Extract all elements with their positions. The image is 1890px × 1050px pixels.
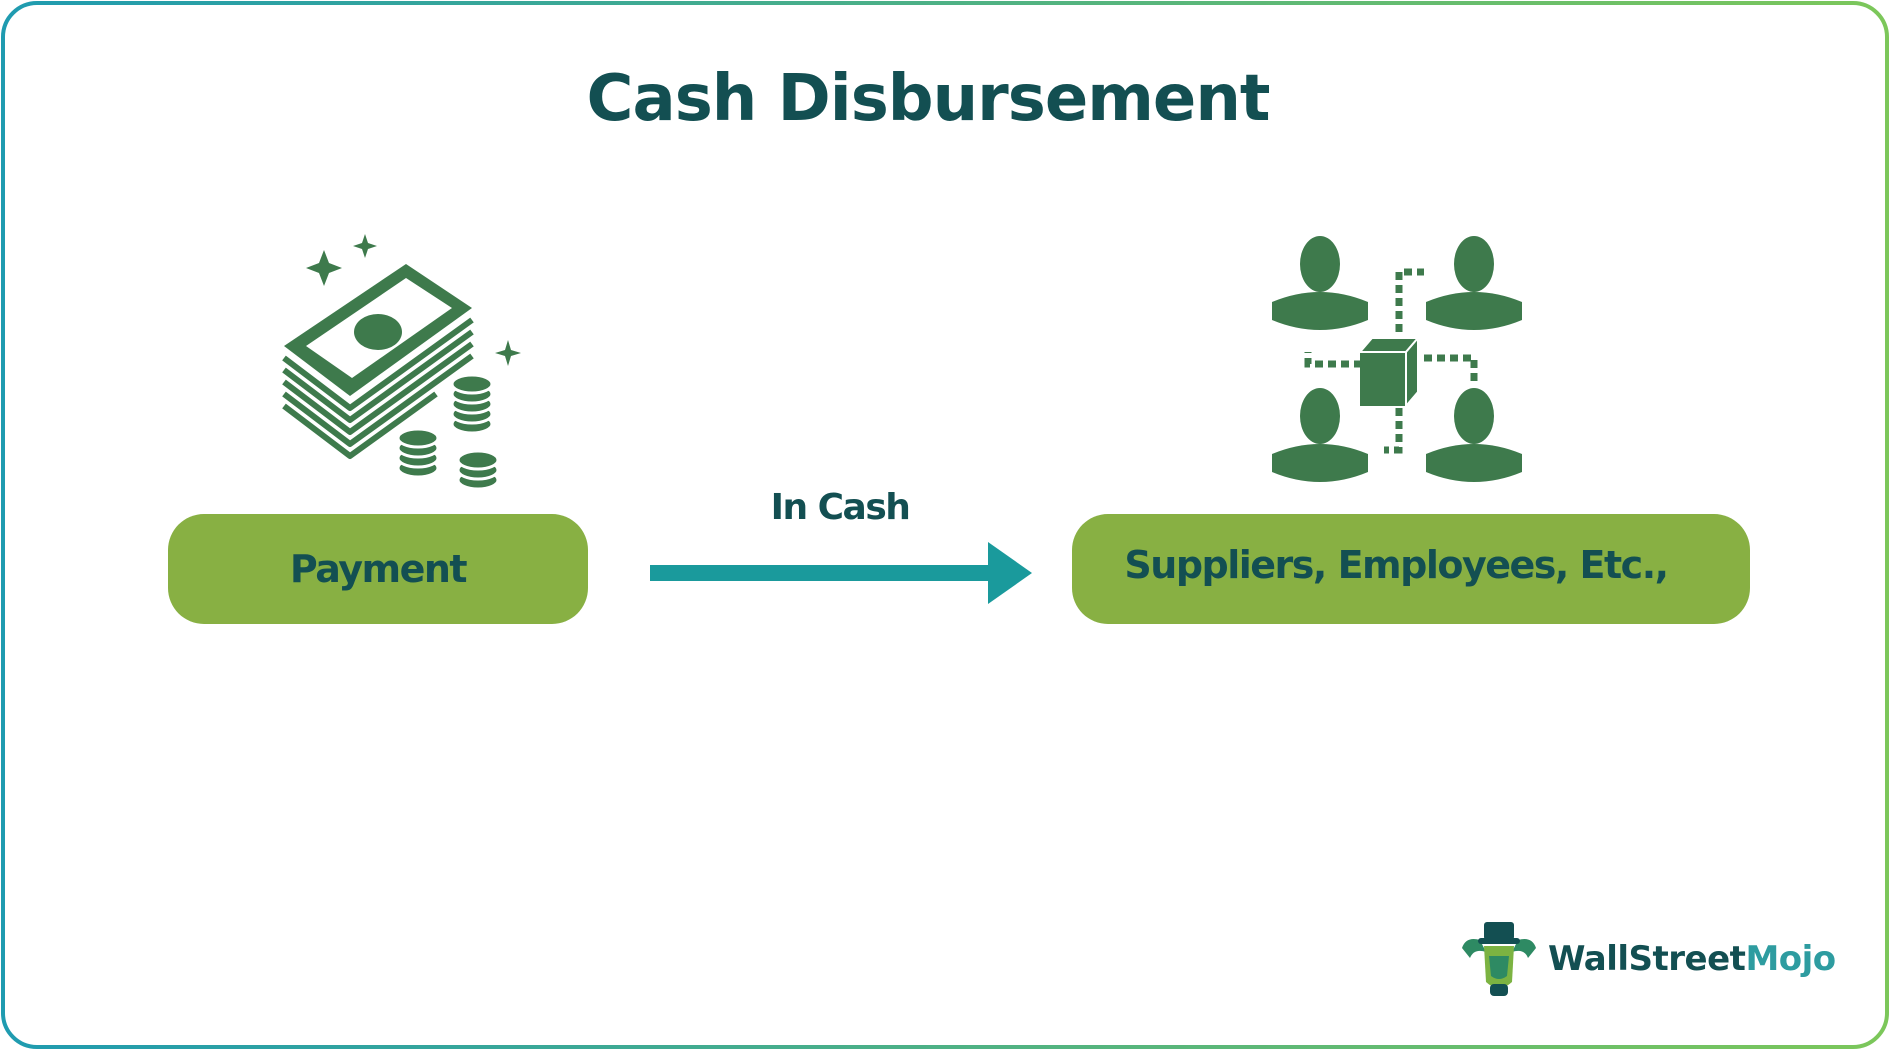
arrow-label: In Cash <box>770 487 911 528</box>
recipients-box: Suppliers, Employees, Etc., <box>1072 514 1750 624</box>
logo-wordmark: WallStreetMojo <box>1548 939 1836 979</box>
logo-text-mojo: Mojo <box>1745 939 1836 979</box>
bull-mascot-icon <box>1462 922 1536 996</box>
logo-text-wallstreet: WallStreet <box>1548 939 1746 979</box>
people-network-icon <box>1272 236 1522 482</box>
wallstreetmojo-logo: WallStreetMojo <box>1456 918 1836 1000</box>
payment-box: Payment <box>168 514 588 624</box>
flow-arrow <box>650 542 1032 604</box>
money-stack-icon <box>282 234 521 491</box>
diagram-title: Cash Disbursement <box>586 62 1271 136</box>
payment-label: Payment <box>289 547 468 591</box>
recipients-label: Suppliers, Employees, Etc., <box>1124 543 1669 587</box>
